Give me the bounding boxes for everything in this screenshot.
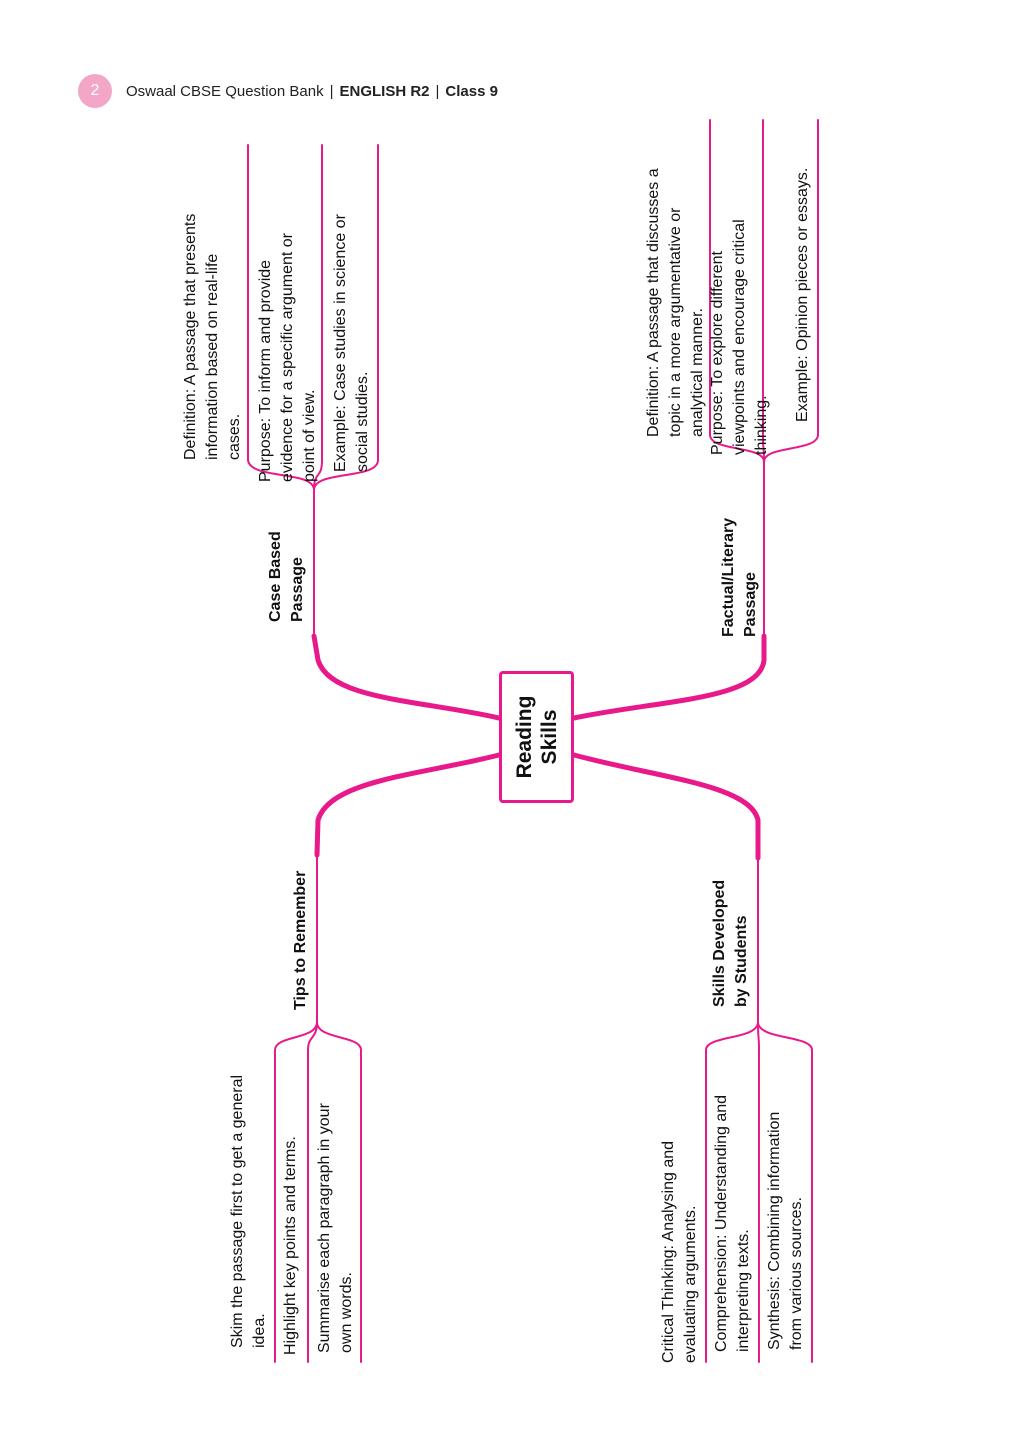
case-based-example: Example: Case studies in science or soci… — [332, 214, 371, 472]
skills-title: Skills Developed by Students — [711, 879, 750, 1007]
brace-skills — [705, 1021, 813, 1363]
factual-purpose: Purpose: To explore different viewpoints… — [709, 219, 770, 455]
branch-case-based — [311, 633, 502, 721]
brace-case-based — [247, 144, 379, 491]
tips-title: Tips to Remember — [292, 870, 309, 1010]
subject-title: ENGLISH R2 — [339, 82, 430, 100]
skills-critical-thinking: Critical Thinking: Analysing and evaluat… — [660, 1140, 699, 1363]
class-title: Class 9 — [445, 82, 498, 100]
publisher-title: Oswaal CBSE Question Bank — [126, 82, 324, 100]
tips-highlight: Highlight key points and terms. — [282, 1136, 299, 1355]
factual-definition: Definition: A passage that discusses a t… — [645, 168, 706, 437]
central-topic-box: Reading Skills — [499, 671, 574, 803]
skills-synthesis: Synthesis: Combining information from va… — [766, 1111, 805, 1350]
case-based-definition: Definition: A passage that presents info… — [182, 213, 243, 460]
brace-tips — [274, 1021, 362, 1363]
factual-title: Factual/Literary Passage — [720, 517, 759, 637]
running-header: Oswaal CBSE Question Bank|ENGLISH R2|Cla… — [126, 82, 498, 100]
branch-skills — [571, 752, 761, 861]
page-number-badge: 2 — [78, 74, 112, 108]
page-header: 2 Oswaal CBSE Question Bank|ENGLISH R2|C… — [78, 74, 498, 108]
skills-comprehension: Comprehension: Understanding and interpr… — [713, 1094, 752, 1352]
tips-skim: Skim the passage first to get a general … — [229, 1074, 268, 1348]
tips-summarise: Summarise each paragraph in your own wor… — [316, 1103, 355, 1353]
central-topic: Reading Skills — [512, 695, 561, 779]
case-based-purpose: Purpose: To inform and provide evidence … — [257, 232, 318, 482]
branch-factual — [571, 633, 767, 721]
brace-factual — [709, 119, 819, 463]
case-based-title: Case Based Passage — [267, 531, 306, 622]
factual-example: Example: Opinion pieces or essays. — [794, 167, 811, 422]
branch-tips — [314, 752, 502, 858]
